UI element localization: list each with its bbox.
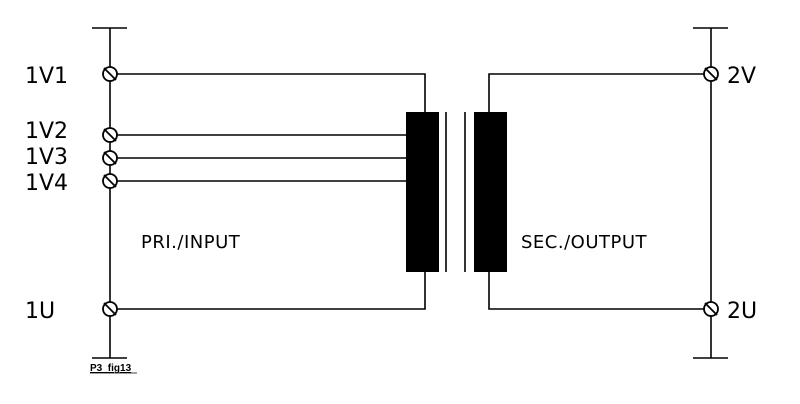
transformer (406, 112, 507, 272)
primary-wires (110, 73, 426, 310)
primary-caption: PRI./INPUT (141, 232, 241, 253)
terminal-1u[interactable] (102, 301, 118, 317)
secondary-winding (474, 112, 507, 272)
terminal-2v[interactable] (703, 66, 719, 82)
terminal-1v3[interactable] (102, 150, 118, 166)
secondary-caption: SEC./OUTPUT (521, 232, 648, 253)
label-1v2: 1V2 (25, 119, 68, 144)
label-1v4: 1V4 (25, 171, 68, 196)
terminal-1v2[interactable] (102, 127, 118, 143)
label-1v3: 1V3 (25, 145, 68, 170)
primary-winding (406, 112, 439, 272)
label-2u: 2U (727, 299, 757, 324)
terminal-1v4[interactable] (102, 173, 118, 189)
label-2v: 2V (727, 64, 756, 89)
terminal-2u[interactable] (703, 301, 719, 317)
secondary-wires (488, 73, 711, 310)
label-1u: 1U (25, 299, 55, 324)
figure-id: P3_fig13 (90, 363, 132, 374)
terminal-1v1[interactable] (102, 66, 118, 82)
label-1v1: 1V1 (25, 64, 68, 89)
